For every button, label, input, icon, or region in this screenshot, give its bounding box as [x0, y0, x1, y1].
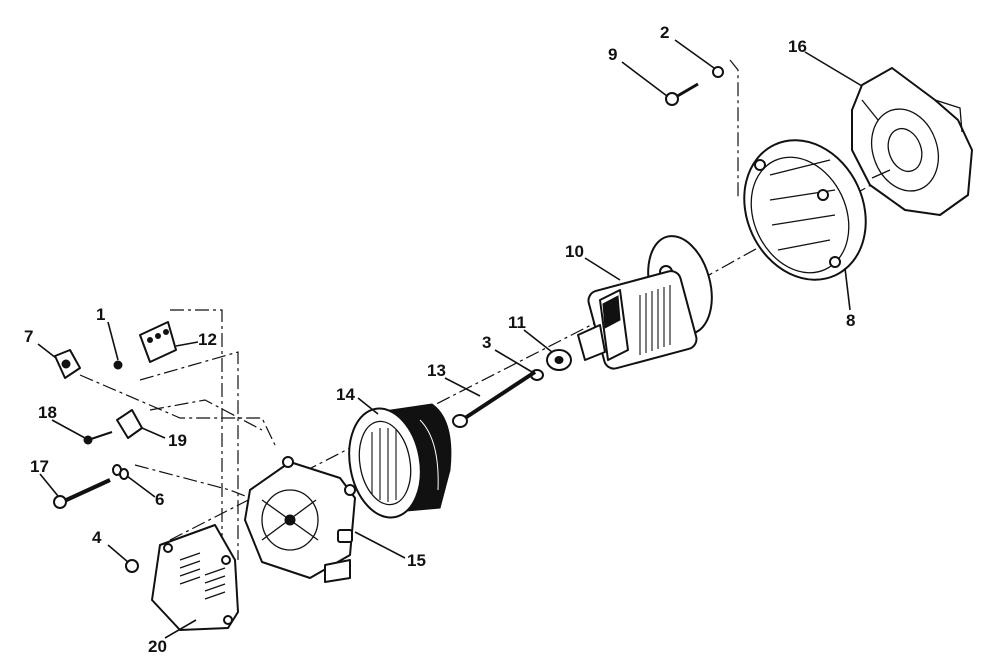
callout-4: 4: [92, 528, 102, 547]
callout-6: 6: [155, 490, 164, 509]
screw-1: [113, 360, 123, 370]
screw-9: [665, 82, 699, 106]
grommet: [54, 349, 81, 379]
callout-15: 15: [407, 551, 426, 570]
washer-6: [112, 464, 129, 480]
callout-9: 9: [608, 45, 617, 64]
end-cover: [151, 524, 239, 631]
callout-11: 11: [508, 313, 526, 332]
fan-shroud: [851, 67, 973, 216]
callout-14: 14: [336, 385, 355, 404]
callout-13: 13: [427, 361, 446, 380]
front-housing: [244, 456, 356, 583]
callout-20: 20: [148, 637, 167, 656]
assembly-centerlines: [79, 59, 881, 560]
screw-4: [125, 559, 139, 573]
screw-18: [83, 431, 113, 445]
rotor-assembly: [577, 235, 713, 370]
callout-2: 2: [660, 23, 669, 42]
stator: [348, 403, 452, 519]
callout-7: 7: [24, 327, 33, 346]
callout-1: 1: [96, 305, 105, 324]
callout-3: 3: [482, 333, 491, 352]
through-bolt: [452, 370, 537, 428]
clip-19: [116, 409, 143, 439]
callout-17: 17: [30, 457, 49, 476]
callout-10: 10: [565, 242, 584, 261]
bearing: [546, 349, 572, 371]
callout-labels: 1 2 3 4 6 7 8 9 10 11 12 13 14 15 16 17 …: [24, 23, 855, 656]
callout-12: 12: [198, 330, 217, 349]
callout-18: 18: [38, 403, 57, 422]
callout-8: 8: [846, 311, 855, 330]
terminal-block: [139, 321, 177, 363]
end-frame-housing: [743, 139, 867, 281]
washer-2: [712, 66, 724, 78]
callout-leaders: [37, 39, 863, 639]
callout-19: 19: [168, 431, 187, 450]
callout-16: 16: [788, 37, 807, 56]
screw-17: [53, 478, 111, 509]
